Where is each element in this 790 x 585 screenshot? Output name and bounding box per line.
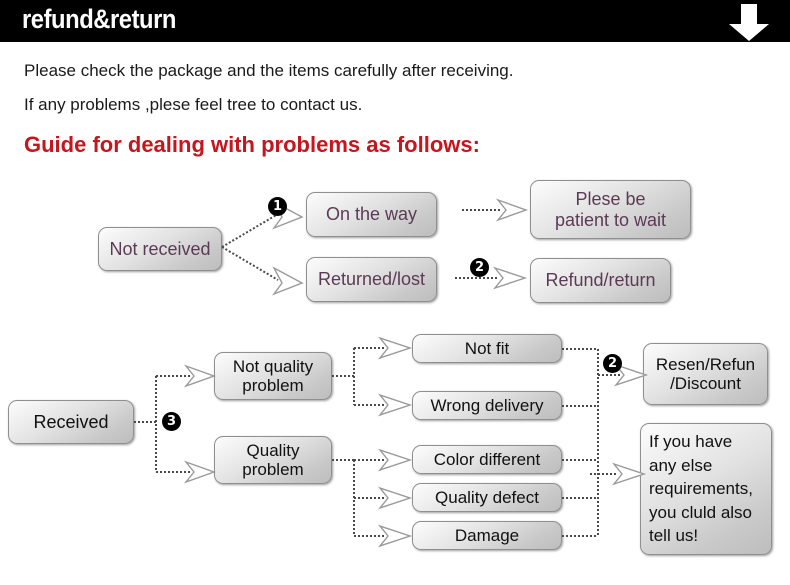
intro-line-1: Please check the package and the items c… (24, 61, 514, 80)
node-not-fit[interactable]: Not fit (412, 334, 562, 363)
node-resend-refund-line1: Resen/Refun (655, 354, 756, 374)
node-resend-refund-discount[interactable]: Resen/Refun /Discount (643, 343, 768, 405)
badge-2-lower: 2 (603, 354, 622, 373)
node-plese-be-patient-line2: patient to wait (554, 209, 667, 230)
node-damage[interactable]: Damage (412, 521, 562, 550)
connector-not-quality-to-issues (332, 336, 413, 417)
node-quality-problem-line2: problem (242, 460, 304, 479)
node-wrong-delivery[interactable]: Wrong delivery (412, 391, 562, 420)
page-title: refund&return (22, 4, 176, 34)
node-returned-lost[interactable]: Returned/lost (306, 257, 437, 302)
connector-quality-to-issues (332, 448, 413, 548)
intro-line-2: If any problems ,plese feel tree to cont… (24, 95, 363, 114)
guide-heading: Guide for dealing with problems as follo… (24, 132, 480, 157)
node-quality-problem-line1: Quality (246, 440, 300, 460)
badge-3: 3 (162, 412, 181, 431)
node-not-quality-problem-line1: Not quality (232, 356, 314, 376)
connector-to-contact-note (590, 462, 647, 486)
connector-issues-to-resolution (562, 348, 649, 537)
header-bar: refund&return (0, 0, 790, 42)
connector-returned-to-refund (455, 266, 528, 290)
node-on-the-way[interactable]: On the way (306, 192, 437, 237)
badge-2-upper: 2 (470, 258, 489, 277)
node-plese-be-patient[interactable]: Plese be patient to wait (530, 180, 691, 239)
node-received[interactable]: Received (8, 400, 134, 444)
node-resend-refund-line2: /Discount (670, 374, 741, 393)
down-arrow-icon (729, 4, 769, 41)
badge-1: 1 (268, 197, 287, 216)
node-not-quality-problem-line2: problem (242, 376, 304, 395)
node-quality-problem[interactable]: Quality problem (214, 436, 332, 484)
connector-received-branch (134, 364, 217, 484)
node-plese-be-patient-line1: Plese be (575, 189, 646, 210)
connector-on-the-way-to-patient (462, 198, 529, 222)
node-quality-defect[interactable]: Quality defect (412, 483, 562, 512)
node-not-received[interactable]: Not received (98, 227, 222, 271)
node-refund-return[interactable]: Refund/return (530, 258, 671, 303)
node-not-quality-problem[interactable]: Not quality problem (214, 352, 332, 400)
node-color-different[interactable]: Color different (412, 445, 562, 474)
node-contact-note[interactable]: If you have any else requirements, you c… (640, 423, 772, 555)
